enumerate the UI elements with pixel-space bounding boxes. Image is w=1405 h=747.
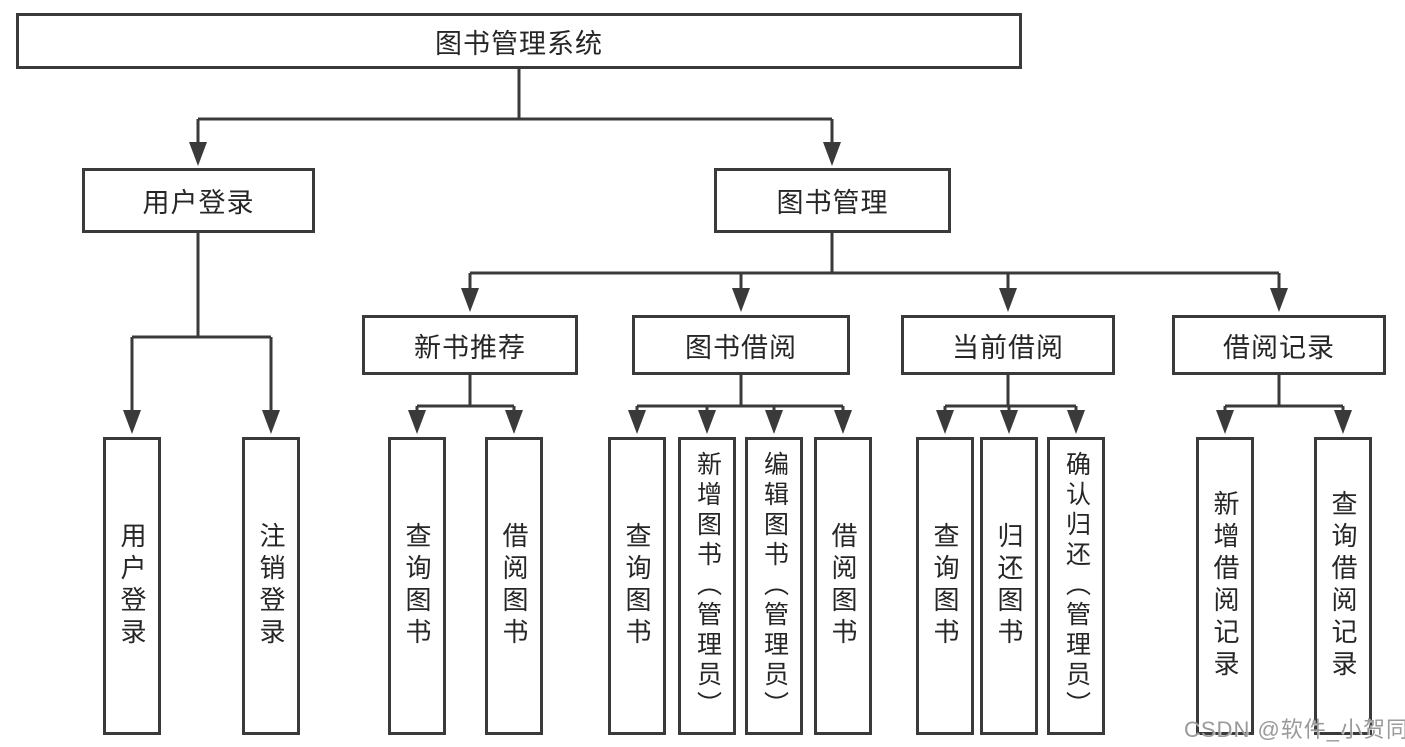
leaf-label: 查询借阅记录 bbox=[1328, 490, 1358, 682]
leaf-label: 查询图书 bbox=[930, 522, 960, 650]
leaf-logout: 注销登录 bbox=[242, 437, 300, 735]
leaf-label: 查询图书 bbox=[402, 522, 432, 650]
node-current-borrowing: 当前借阅 bbox=[901, 315, 1115, 375]
leaf-label: 借阅图书 bbox=[828, 522, 858, 650]
node-new-book-recommend: 新书推荐 bbox=[362, 315, 578, 375]
leaf-borrow-books-borrowing: 借阅图书 bbox=[814, 437, 872, 735]
node-borrowing-records-label: 借阅记录 bbox=[1223, 332, 1335, 363]
csdn-watermark: CSDN @软件_小贺同学 bbox=[1184, 717, 1405, 742]
leaf-label: 借阅图书 bbox=[499, 522, 529, 650]
node-book-management: 图书管理 bbox=[714, 168, 951, 233]
node-book-management-label: 图书管理 bbox=[776, 188, 889, 218]
node-root-label: 图书管理系统 bbox=[435, 28, 603, 59]
leaf-add-book-admin: 新增图书（管理员） bbox=[678, 437, 736, 735]
leaf-label: 编辑图书（管理员） bbox=[760, 451, 789, 721]
leaf-user-login: 用户登录 bbox=[103, 437, 161, 735]
node-book-borrowing-label: 图书借阅 bbox=[685, 332, 797, 363]
leaf-label: 确认归还（管理员） bbox=[1062, 451, 1091, 721]
leaf-query-books-borrowing: 查询图书 bbox=[608, 437, 666, 735]
leaf-label: 注销登录 bbox=[256, 522, 286, 650]
node-user-login-label: 用户登录 bbox=[142, 188, 255, 218]
leaf-borrow-books-recommend: 借阅图书 bbox=[485, 437, 543, 735]
tree-edges bbox=[132, 69, 1343, 408]
leaf-query-borrow-record: 查询借阅记录 bbox=[1314, 437, 1372, 735]
node-book-borrowing: 图书借阅 bbox=[632, 315, 850, 375]
leaf-query-books-recommend: 查询图书 bbox=[388, 437, 446, 735]
leaf-label: 新增借阅记录 bbox=[1210, 490, 1240, 682]
node-current-borrowing-label: 当前借阅 bbox=[952, 332, 1064, 363]
leaf-label: 归还图书 bbox=[994, 522, 1024, 650]
node-new-book-recommend-label: 新书推荐 bbox=[414, 332, 526, 363]
node-user-login: 用户登录 bbox=[82, 168, 315, 233]
leaf-return-book: 归还图书 bbox=[980, 437, 1038, 735]
leaf-add-borrow-record: 新增借阅记录 bbox=[1196, 437, 1254, 735]
leaf-edit-book-admin: 编辑图书（管理员） bbox=[745, 437, 803, 735]
leaf-label: 用户登录 bbox=[117, 522, 147, 650]
leaf-label: 查询图书 bbox=[622, 522, 652, 650]
leaf-query-books-current: 查询图书 bbox=[916, 437, 974, 735]
node-root: 图书管理系统 bbox=[16, 13, 1022, 69]
leaf-confirm-return-admin: 确认归还（管理员） bbox=[1047, 437, 1105, 735]
leaf-label: 新增图书（管理员） bbox=[693, 451, 722, 721]
node-borrowing-records: 借阅记录 bbox=[1172, 315, 1386, 375]
